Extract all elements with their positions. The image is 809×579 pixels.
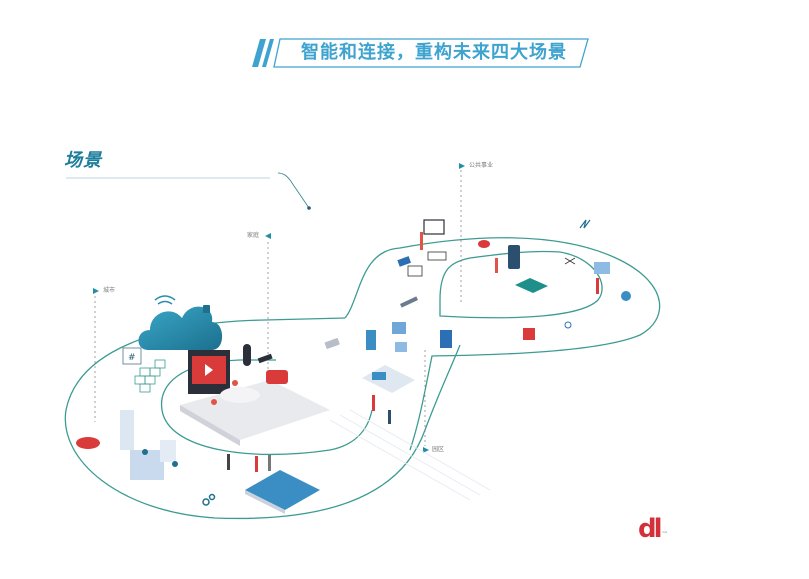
page-title: 智能和连接，重构未来四大场景 [301, 42, 567, 63]
home-scene [180, 344, 330, 446]
brand-logo: dl [638, 514, 662, 544]
figure-eight-path [64, 237, 661, 520]
title-frame [252, 38, 589, 68]
park-scene [227, 454, 320, 514]
public-utilities-scene [397, 219, 631, 340]
decorative-lines [329, 409, 491, 501]
header-banner: 智能和连接，重构未来四大场景 [252, 37, 592, 69]
cloud-icon [138, 295, 223, 350]
marker-lines [94, 170, 462, 446]
section-title: 场景 [64, 150, 102, 171]
scenario-label-park: 园区 [432, 446, 445, 453]
hashtag-screen: # [122, 347, 142, 365]
scenario-label-city: 城市 [103, 287, 116, 294]
section-underline [66, 172, 311, 210]
svg-text:#: # [128, 353, 136, 363]
gears-icon [202, 493, 216, 506]
scenario-label-public-utilities: 公共事业 [469, 162, 494, 169]
blocks-icon [134, 359, 166, 393]
marker-flags [93, 163, 465, 453]
city-scene [76, 410, 178, 480]
crossover-cluster [324, 296, 452, 424]
scenario-label-home: 家庭 [247, 232, 260, 239]
brand-logo-sub: dljs [662, 530, 668, 534]
